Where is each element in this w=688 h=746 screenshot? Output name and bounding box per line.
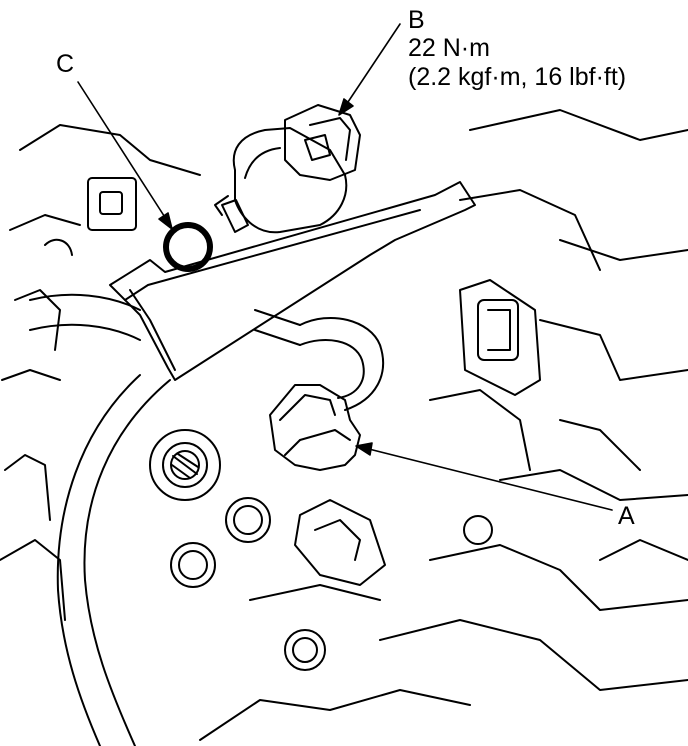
hose-clip (294, 499, 386, 586)
bracket-box (87, 177, 137, 231)
callout-c-label: C (56, 50, 75, 78)
threaded-port (149, 429, 221, 501)
bolt-heads (170, 497, 493, 671)
fluid-pipe (254, 309, 385, 411)
o-ring-c (163, 222, 213, 272)
connector-bracket (459, 279, 541, 396)
torque-spec-nm: 22 N·m (408, 34, 490, 62)
torque-spec-alt-units: (2.2 kgf·m, 16 lbf·ft) (408, 63, 627, 91)
callout-b-label: B (408, 6, 425, 34)
switch-a (269, 384, 361, 471)
pressure-switch-b (214, 104, 361, 234)
mounting-plate (109, 181, 476, 381)
leader-lines (77, 23, 613, 511)
callout-a-label: A (618, 502, 635, 530)
engine-block (0, 109, 688, 746)
